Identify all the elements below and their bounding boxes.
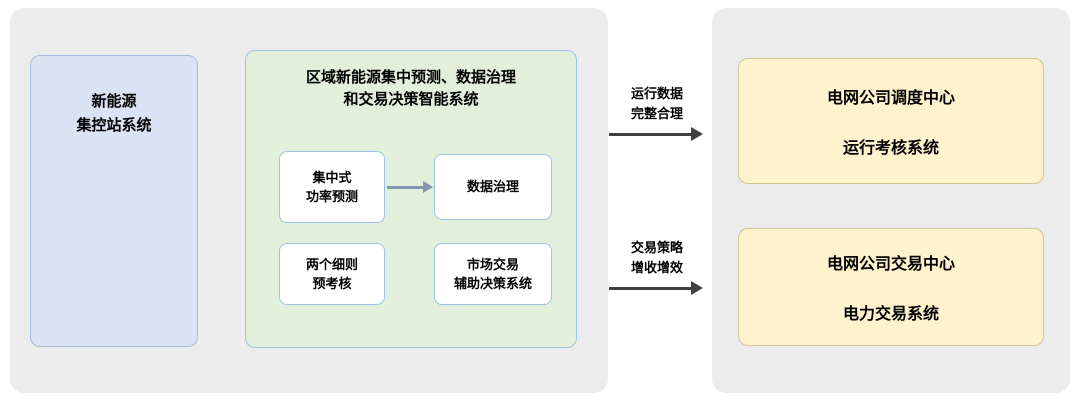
module-market-decision: 市场交易 辅助决策系统 <box>434 243 552 305</box>
module-rules-preassessment-line2: 预考核 <box>312 276 352 291</box>
arrow-shaft <box>609 132 691 136</box>
left-panel: 新能源 集控站系统 区域新能源集中预测、数据治理 和交易决策智能系统 集中式 功… <box>10 8 608 393</box>
system-title-line1: 区域新能源集中预测、数据治理 <box>305 69 516 86</box>
dispatch-center-line1: 电网公司调度中心 <box>826 90 955 107</box>
output-box-trading-center: 电网公司交易中心 电力交易系统 <box>738 228 1044 346</box>
module-market-decision-line2: 辅助决策系统 <box>453 276 532 291</box>
right-arrow-icon <box>387 180 433 194</box>
system-box-title: 区域新能源集中预测、数据治理 和交易决策智能系统 <box>246 67 576 111</box>
flow-operation-data: 运行数据 完整合理 <box>609 84 705 142</box>
flow-trading-strategy-line1: 交易策略 <box>630 240 683 255</box>
flow-operation-data-line1: 运行数据 <box>630 86 683 101</box>
arrow-head <box>691 281 703 295</box>
right-panel: 电网公司调度中心 运行考核系统 电网公司交易中心 电力交易系统 <box>712 8 1070 393</box>
system-title-line2: 和交易决策智能系统 <box>343 90 479 108</box>
module-data-governance: 数据治理 <box>434 154 552 220</box>
dispatch-center-line2: 运行考核系统 <box>842 140 939 157</box>
flow-operation-data-line2: 完整合理 <box>630 105 683 121</box>
flow-operation-data-label: 运行数据 完整合理 <box>609 84 705 123</box>
flow-trading-strategy-label: 交易策略 增收增效 <box>609 238 705 277</box>
system-box: 区域新能源集中预测、数据治理 和交易决策智能系统 集中式 功率预测 数据治理 两… <box>245 50 577 348</box>
arrow-shaft <box>387 185 423 189</box>
module-power-forecast-line2: 功率预测 <box>305 189 358 204</box>
output-box-dispatch-center: 电网公司调度中心 运行考核系统 <box>738 58 1044 184</box>
station-box-line2: 集控站系统 <box>76 117 152 134</box>
right-arrow-icon <box>609 126 703 142</box>
right-arrow-icon <box>609 280 703 296</box>
module-power-forecast: 集中式 功率预测 <box>279 151 385 223</box>
module-rules-preassessment-line1: 两个细则 <box>305 256 358 272</box>
arrow-head <box>691 127 703 141</box>
trading-center-line1: 电网公司交易中心 <box>826 256 955 273</box>
flow-trading-strategy: 交易策略 增收增效 <box>609 238 705 296</box>
module-data-governance-line1: 数据治理 <box>466 179 519 195</box>
module-market-decision-line1: 市场交易 <box>466 256 519 272</box>
station-box-line1: 新能源 <box>91 93 137 110</box>
module-power-forecast-line1: 集中式 <box>312 169 352 185</box>
arrow-shaft <box>609 286 691 290</box>
flow-trading-strategy-line2: 增收增效 <box>630 259 683 275</box>
module-rules-preassessment: 两个细则 预考核 <box>279 243 385 305</box>
arrow-head <box>423 181 433 193</box>
station-box: 新能源 集控站系统 <box>30 55 198 347</box>
trading-center-line2: 电力交易系统 <box>842 306 939 323</box>
